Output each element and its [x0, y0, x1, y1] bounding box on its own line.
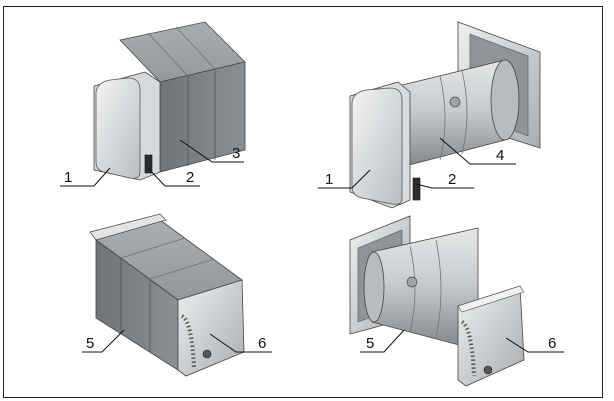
callout-2: 2	[448, 171, 456, 188]
leader-line	[209, 333, 272, 353]
leader-line	[505, 337, 564, 353]
leader-line	[318, 169, 371, 189]
leader-line	[415, 183, 474, 189]
figure-frame	[3, 6, 603, 398]
callout-6: 6	[258, 335, 266, 352]
view-top-left: 1 2 3	[60, 21, 246, 187]
callout-6: 6	[548, 335, 556, 352]
view-bottom-right: 5 6	[349, 215, 564, 387]
callout-2: 2	[186, 169, 194, 186]
callout-3: 3	[232, 145, 240, 162]
leader-line	[147, 167, 200, 187]
leader-line	[439, 137, 516, 165]
callout-5: 5	[86, 335, 94, 352]
view-bottom-left: 5 6	[82, 213, 272, 377]
leader-line	[179, 139, 244, 163]
leader-line	[360, 329, 405, 353]
leader-line	[82, 329, 125, 353]
callout-1: 1	[325, 171, 333, 188]
callout-4: 4	[496, 147, 504, 164]
view-top-right: 1 2 4	[318, 21, 541, 209]
callout-5: 5	[366, 335, 374, 352]
leader-line	[60, 167, 111, 187]
callout-1: 1	[64, 169, 72, 186]
